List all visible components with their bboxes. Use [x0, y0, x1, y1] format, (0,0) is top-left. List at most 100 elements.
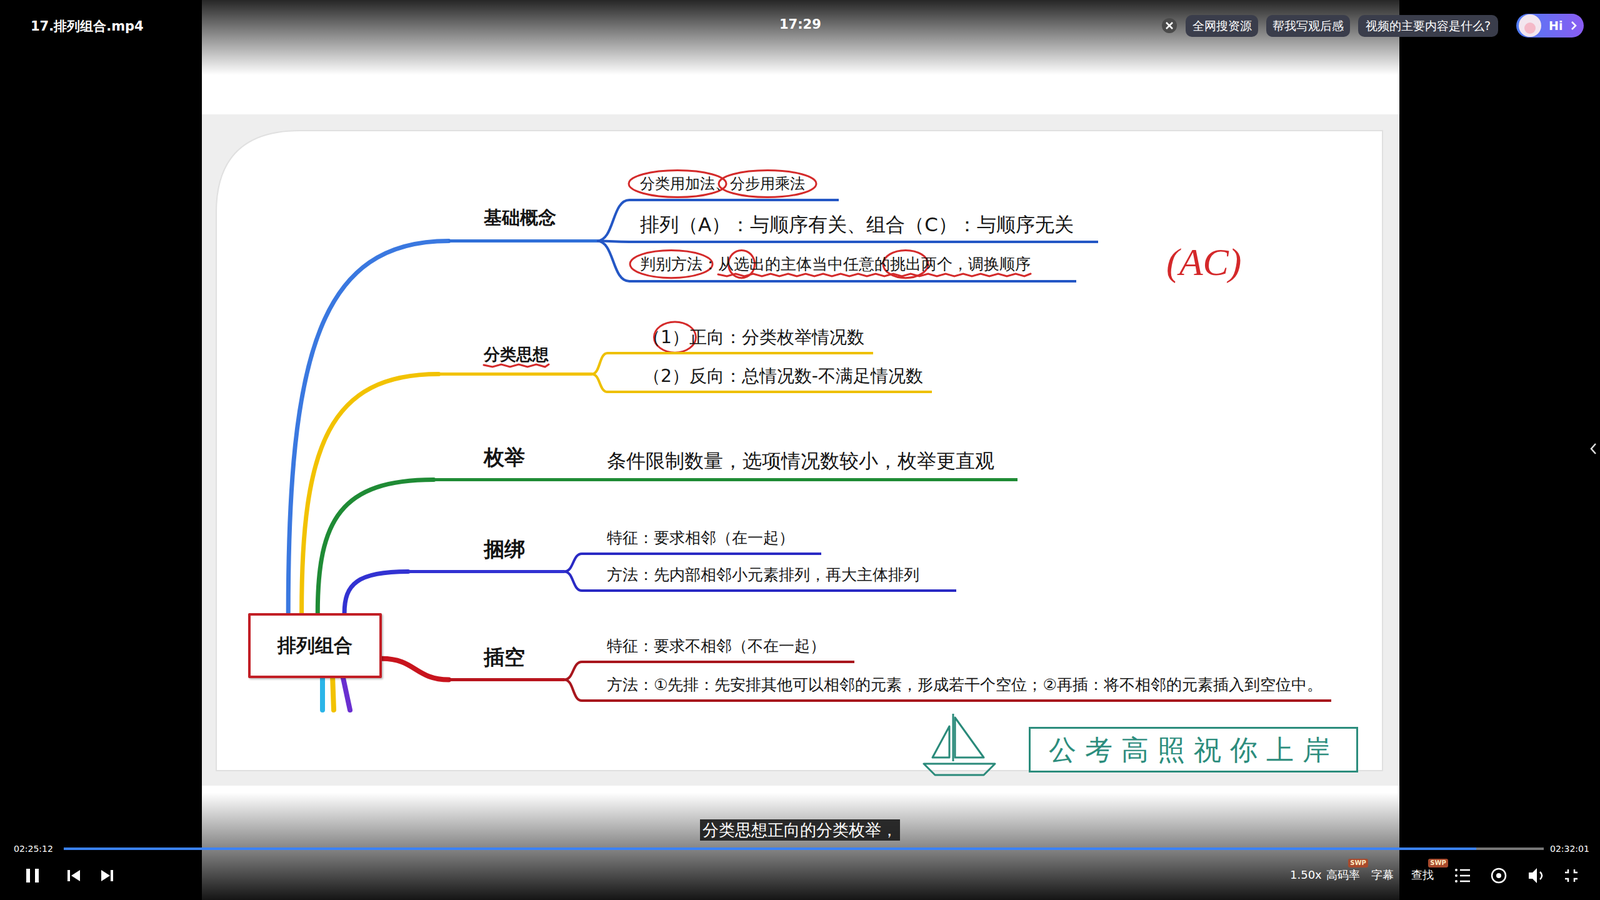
node-text: 排列组合 [277, 633, 353, 658]
node-text: 视频的主要内容是什么? [1365, 18, 1491, 34]
sub-topic: 分类用加法、分步用乘法 [629, 174, 839, 202]
node-text: 捆绑 [483, 536, 525, 562]
node-text: 分类用加法、分步用乘法 [640, 174, 805, 194]
sub-topic: 特征：要求相邻（在一起） [581, 528, 822, 555]
sub-topic: 判别方法：从选出的主体当中任意的挑出两个，调换顺序 [629, 254, 1077, 283]
prev-icon [67, 870, 70, 882]
setting-icon [1496, 873, 1502, 879]
branch-topic: 分类思想 [438, 344, 592, 376]
sailboat-icon [923, 713, 995, 775]
volume-icon [1528, 868, 1537, 884]
handwritten-note: (AC) [1166, 238, 1242, 285]
branch-topic: 基础概念 [448, 206, 597, 243]
branch-connector [596, 200, 630, 242]
slide-card [216, 130, 1383, 771]
quality-label: 高码率 [1326, 868, 1360, 882]
prev-icon [71, 870, 80, 882]
node-text: 条件限制数量，选项情况数较小，枚举更直观 [606, 448, 995, 474]
branch-topic: 枚举 [433, 444, 597, 482]
subtitle-label: 字幕 [1371, 868, 1394, 882]
sub-topic: 方法：先内部相邻小元素排列，再大主体排列 [581, 565, 957, 592]
sail [932, 726, 950, 758]
subtitle-box: 分类思想正向的分类枚举， [700, 819, 900, 841]
assistant-label: Hi [1548, 15, 1568, 37]
pause-icon [26, 868, 30, 883]
branch-connector [381, 658, 449, 680]
progress-track [63, 847, 1544, 850]
node-text: 特征：要求相邻（在一起） [606, 528, 795, 548]
hull [923, 763, 995, 775]
sail [955, 717, 984, 758]
node-text: 全网搜资源 [1192, 18, 1252, 34]
node-text: 公考高照祝你上岸 [1048, 732, 1339, 767]
node-text: 分类思想 [483, 344, 549, 365]
branch-connector [596, 478, 602, 482]
hand-underline [718, 273, 1031, 277]
top-shade [0, 0, 1600, 75]
avatar-face [1524, 22, 1536, 34]
clock: 17:29 [779, 16, 822, 33]
close-button [1161, 18, 1177, 34]
branch-connector [564, 553, 582, 572]
branch-tail [342, 675, 350, 710]
next-icon [110, 870, 114, 882]
branch-tails [322, 675, 350, 710]
bottom-shade [0, 792, 1600, 900]
list-icon [1460, 870, 1470, 882]
sub-topic: 方法：①先排：先安排其他可以相邻的元素，形成若干个空位；②再插：将不相邻的元素插… [581, 675, 1332, 702]
root-topic: 排列组合 [248, 613, 382, 679]
sub-topic: （2）反向：总情况数-不满足情况数 [607, 365, 932, 394]
node-text: （1）正向：分类枚举情况数 [643, 326, 865, 349]
list-icon [1455, 880, 1458, 883]
branch-topic: 插空 [448, 644, 565, 682]
branch-connector [564, 661, 582, 680]
sail [952, 713, 955, 762]
slogan-box: 公考高照祝你上岸 [1028, 726, 1359, 773]
branch-connector [591, 374, 608, 393]
node-text: Hi [1548, 18, 1563, 34]
node-text: 基础概念 [483, 206, 557, 229]
badge: SWP [1348, 858, 1369, 868]
branch-connector [288, 241, 449, 614]
setting-icon [1491, 868, 1506, 883]
action-button: 视频的主要内容是什么? [1358, 15, 1499, 37]
slide-band [201, 114, 1400, 786]
progress-played [63, 847, 1477, 850]
file-name: 17.排列组合.mp4 [30, 18, 144, 35]
side-chevron [1591, 443, 1596, 454]
branch-connector [596, 241, 630, 282]
chevron [1571, 21, 1576, 30]
branch-connector [591, 353, 608, 375]
close-cross [1166, 22, 1173, 29]
sub-topic: （1）正向：分类枚举情况数 [607, 326, 874, 355]
node-text: SWP [1350, 860, 1367, 867]
volume-icon [1540, 871, 1542, 880]
node-text: 方法：①先排：先安排其他可以相邻的元素，形成若干个空位；②再插：将不相邻的元素插… [606, 675, 1323, 695]
node-text: 方法：先内部相邻小元素排列，再大主体排列 [606, 565, 920, 585]
sub-topic: 排列（A）：与顺序有关、组合（C）：与顺序无关 [629, 212, 1099, 244]
node-text: 分类思想正向的分类枚举， [702, 820, 898, 841]
branch-connector [317, 480, 434, 614]
node-text: 帮我写观后感 [1272, 18, 1344, 34]
node-text: 排列（A）：与顺序有关、组合（C）：与顺序无关 [640, 212, 1074, 237]
assistant-button [1516, 13, 1584, 38]
assistant-pill [1516, 13, 1584, 38]
time-total: 02:32:01 [1550, 843, 1590, 855]
player-controls [26, 868, 1578, 884]
avatar [1518, 14, 1542, 37]
node-text: 插空 [483, 644, 525, 670]
search-label: 查找 [1411, 868, 1434, 882]
speed-label: 1.50x [1290, 868, 1322, 882]
list-icon [1455, 868, 1458, 872]
badge: SWP [1428, 858, 1449, 868]
action-button: 帮我写观后感 [1266, 15, 1350, 37]
node-text: 特征：要求不相邻（不在一起） [606, 636, 826, 656]
node-text: 枚举 [483, 444, 525, 470]
next-icon [101, 870, 110, 882]
branch-connector [564, 571, 582, 592]
list-icon [1455, 874, 1458, 877]
sub-topic: 条件限制数量，选项情况数较小，枚举更直观 [601, 448, 1018, 482]
branch-connector [564, 680, 582, 702]
node-text: SWP [1430, 860, 1447, 867]
